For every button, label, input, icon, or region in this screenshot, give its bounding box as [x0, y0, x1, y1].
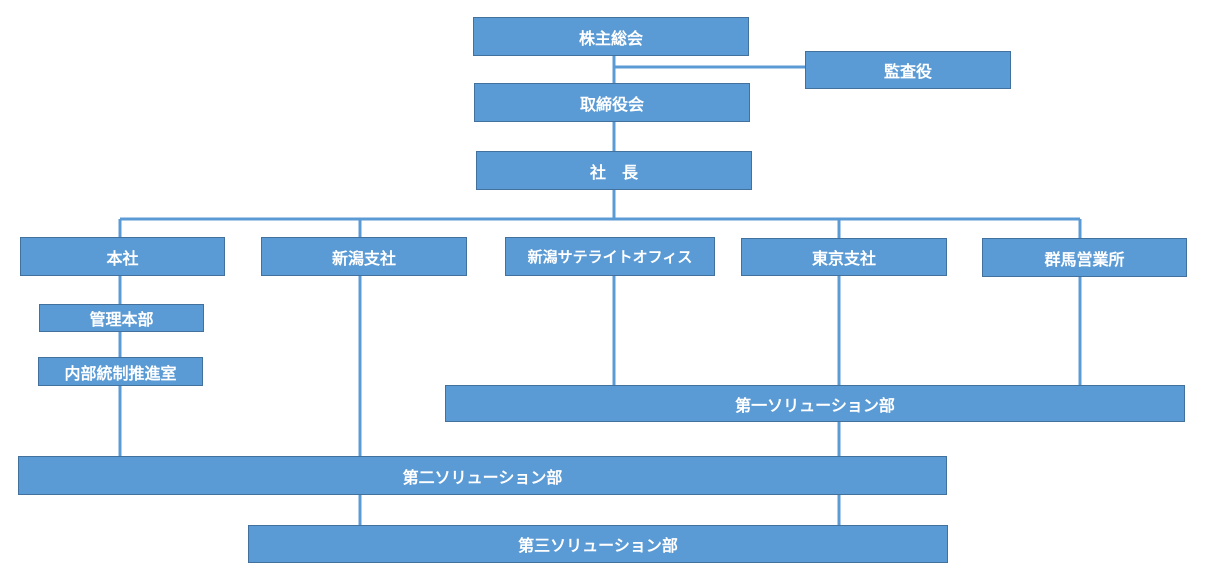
node-third-solution-dept: 第三ソリューション部 [248, 525, 948, 563]
node-board-of-directors: 取締役会 [474, 83, 750, 122]
node-president: 社 長 [476, 151, 752, 190]
node-auditor: 監査役 [805, 51, 1011, 89]
node-gunma-sales-office: 群馬営業所 [982, 238, 1187, 277]
node-first-solution-dept: 第一ソリューション部 [445, 385, 1185, 422]
node-internal-control-office: 内部統制推進室 [38, 357, 203, 386]
node-administration-division: 管理本部 [39, 304, 204, 332]
node-second-solution-dept: 第二ソリューション部 [18, 456, 947, 495]
node-tokyo-branch: 東京支社 [741, 238, 947, 276]
node-head-office: 本社 [20, 237, 225, 276]
node-niigata-branch: 新潟支社 [261, 237, 467, 276]
node-shareholders-meeting: 株主総会 [473, 17, 749, 56]
node-niigata-satellite-office: 新潟サテライトオフィス [505, 237, 715, 276]
